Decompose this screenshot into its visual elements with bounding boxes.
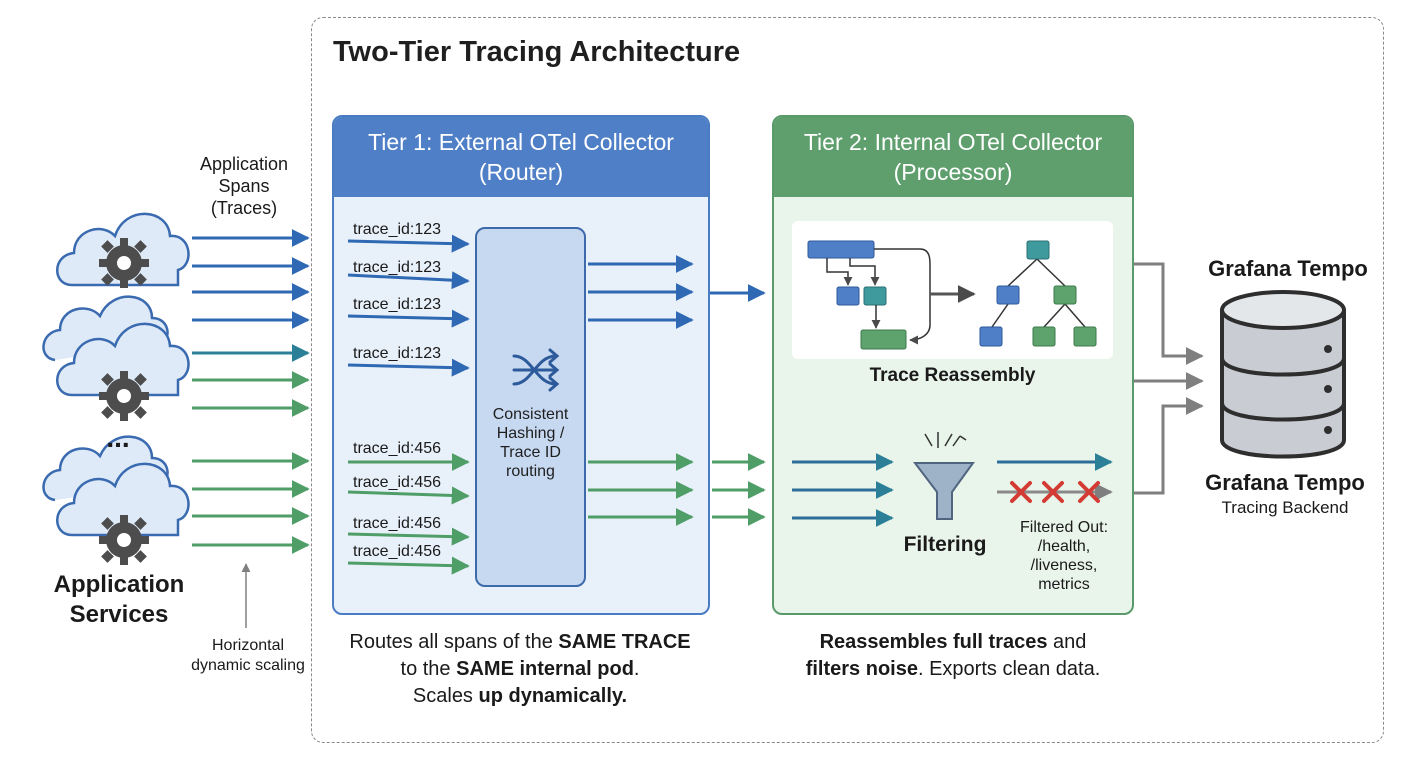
inter-tier-arrows xyxy=(710,284,766,526)
application-spans-label: Application Spans (Traces) xyxy=(180,153,308,219)
caption-text: Scales xyxy=(412,685,479,707)
filtering-arrows xyxy=(792,453,894,527)
backend-name: Grafana Tempo xyxy=(1205,470,1365,495)
tier2-title-line1: Tier 2: Internal OTel Collector xyxy=(803,129,1103,155)
spans-label-line1: Application xyxy=(199,154,289,174)
trace-label: trace_id:123 xyxy=(353,345,442,362)
caption-text: to the xyxy=(400,658,457,680)
caption-bold: Reassembles full traces xyxy=(819,631,1048,653)
services-ellipsis: ... xyxy=(106,422,129,453)
tier1-output-arrows xyxy=(588,255,694,526)
tier1-title-line1: Tier 1: External OTel Collector xyxy=(368,129,674,155)
service-cloud-1-icon xyxy=(56,212,190,288)
trace-label: trace_id:456 xyxy=(353,543,442,560)
gear-icon xyxy=(99,515,149,565)
router-line1: Consistent xyxy=(492,406,569,423)
caption-bold: SAME TRACE xyxy=(558,631,691,653)
caption-bold: up dynamically. xyxy=(478,685,628,707)
filtered-line4: metrics xyxy=(1038,576,1090,593)
tier2-title-line2: (Processor) xyxy=(893,159,1013,185)
scaling-label-line1: Horizontal xyxy=(211,637,285,654)
tier1-caption-line3: Scales up dynamically. xyxy=(322,683,718,710)
filtered-line2: /health, xyxy=(1037,538,1091,555)
filtering-label: Filtering xyxy=(903,533,987,556)
router-line2: Hashing / xyxy=(496,425,565,442)
service-cloud-2-icon xyxy=(42,295,190,421)
span-arrows xyxy=(192,229,310,554)
backend-label: Grafana Tempo Tracing Backend xyxy=(1190,470,1380,518)
router-label: Consistent Hashing / Trace ID routing xyxy=(475,405,586,481)
trace-label: trace_id:456 xyxy=(353,515,442,532)
tier2-caption: Reassembles full traces and filters nois… xyxy=(762,629,1144,683)
router-line3: Trace ID xyxy=(500,444,561,461)
tier1-caption-line2: to the SAME internal pod. xyxy=(322,656,718,683)
horizontal-scaling-label: Horizontal dynamic scaling xyxy=(178,636,318,676)
trace-label: trace_id:123 xyxy=(353,296,442,313)
tier2-header: Tier 2: Internal OTel Collector (Process… xyxy=(774,117,1132,197)
trace-label: trace_id:123 xyxy=(353,259,442,276)
tier1-caption-line1: Routes all spans of the SAME TRACE xyxy=(322,629,718,656)
service-cloud-3-icon xyxy=(42,435,190,565)
tier2-caption-line1: Reassembles full traces and xyxy=(762,629,1144,656)
tier1-input-arrows xyxy=(347,234,470,575)
tier2-panel: Tier 2: Internal OTel Collector (Process… xyxy=(772,115,1134,615)
caption-text: Routes all spans of the xyxy=(349,631,559,653)
router-box xyxy=(475,227,586,587)
shuffle-icon xyxy=(512,348,560,392)
tier1-header: Tier 1: External OTel Collector (Router) xyxy=(334,117,708,197)
database-icon xyxy=(1220,290,1346,459)
trace-label: trace_id:123 xyxy=(353,221,442,238)
page-title: Two-Tier Tracing Architecture xyxy=(333,36,741,68)
architecture-frame xyxy=(311,17,1384,743)
router-line4: routing xyxy=(506,463,555,480)
filtered-out-label: Filtered Out: /health, /liveness, metric… xyxy=(1004,518,1124,594)
scaling-label-line2: dynamic scaling xyxy=(191,657,305,674)
trace-tree-nodes xyxy=(979,240,1097,347)
caption-text: . Exports clean data. xyxy=(917,658,1101,680)
trace-tree xyxy=(991,258,1086,328)
backend-top-label: Grafana Tempo xyxy=(1208,256,1368,281)
backend-subtitle: Tracing Backend xyxy=(1221,498,1349,517)
gear-icon xyxy=(99,371,149,421)
spans-label-line2: Spans xyxy=(218,176,270,196)
spans-label-line3: (Traces) xyxy=(210,198,278,218)
trace-label: trace_id:456 xyxy=(353,440,442,457)
tier2-caption-line2: filters noise. Exports clean data. xyxy=(762,656,1144,683)
application-services-label: Application Services xyxy=(40,570,198,630)
services-label-line1: Application xyxy=(53,571,185,598)
filtered-line1: Filtered Out: xyxy=(1019,519,1109,536)
trace-reassembly-label: Trace Reassembly xyxy=(869,365,1036,386)
caption-bold: SAME internal pod xyxy=(456,658,634,680)
funnel-icon xyxy=(912,432,975,520)
tier1-title-line2: (Router) xyxy=(478,159,564,185)
reject-x-icon xyxy=(1010,481,1100,503)
filtered-line3: /liveness, xyxy=(1030,557,1098,574)
caption-bold: filters noise xyxy=(805,658,918,680)
backend-connectors xyxy=(1134,262,1204,495)
tier1-caption: Routes all spans of the SAME TRACE to th… xyxy=(322,629,718,710)
trace-fragments xyxy=(807,240,976,350)
gear-icon xyxy=(99,238,149,288)
services-label-line2: Services xyxy=(69,601,169,628)
caption-text: and xyxy=(1047,631,1087,653)
caption-text: . xyxy=(633,658,640,680)
trace-label: trace_id:456 xyxy=(353,474,442,491)
